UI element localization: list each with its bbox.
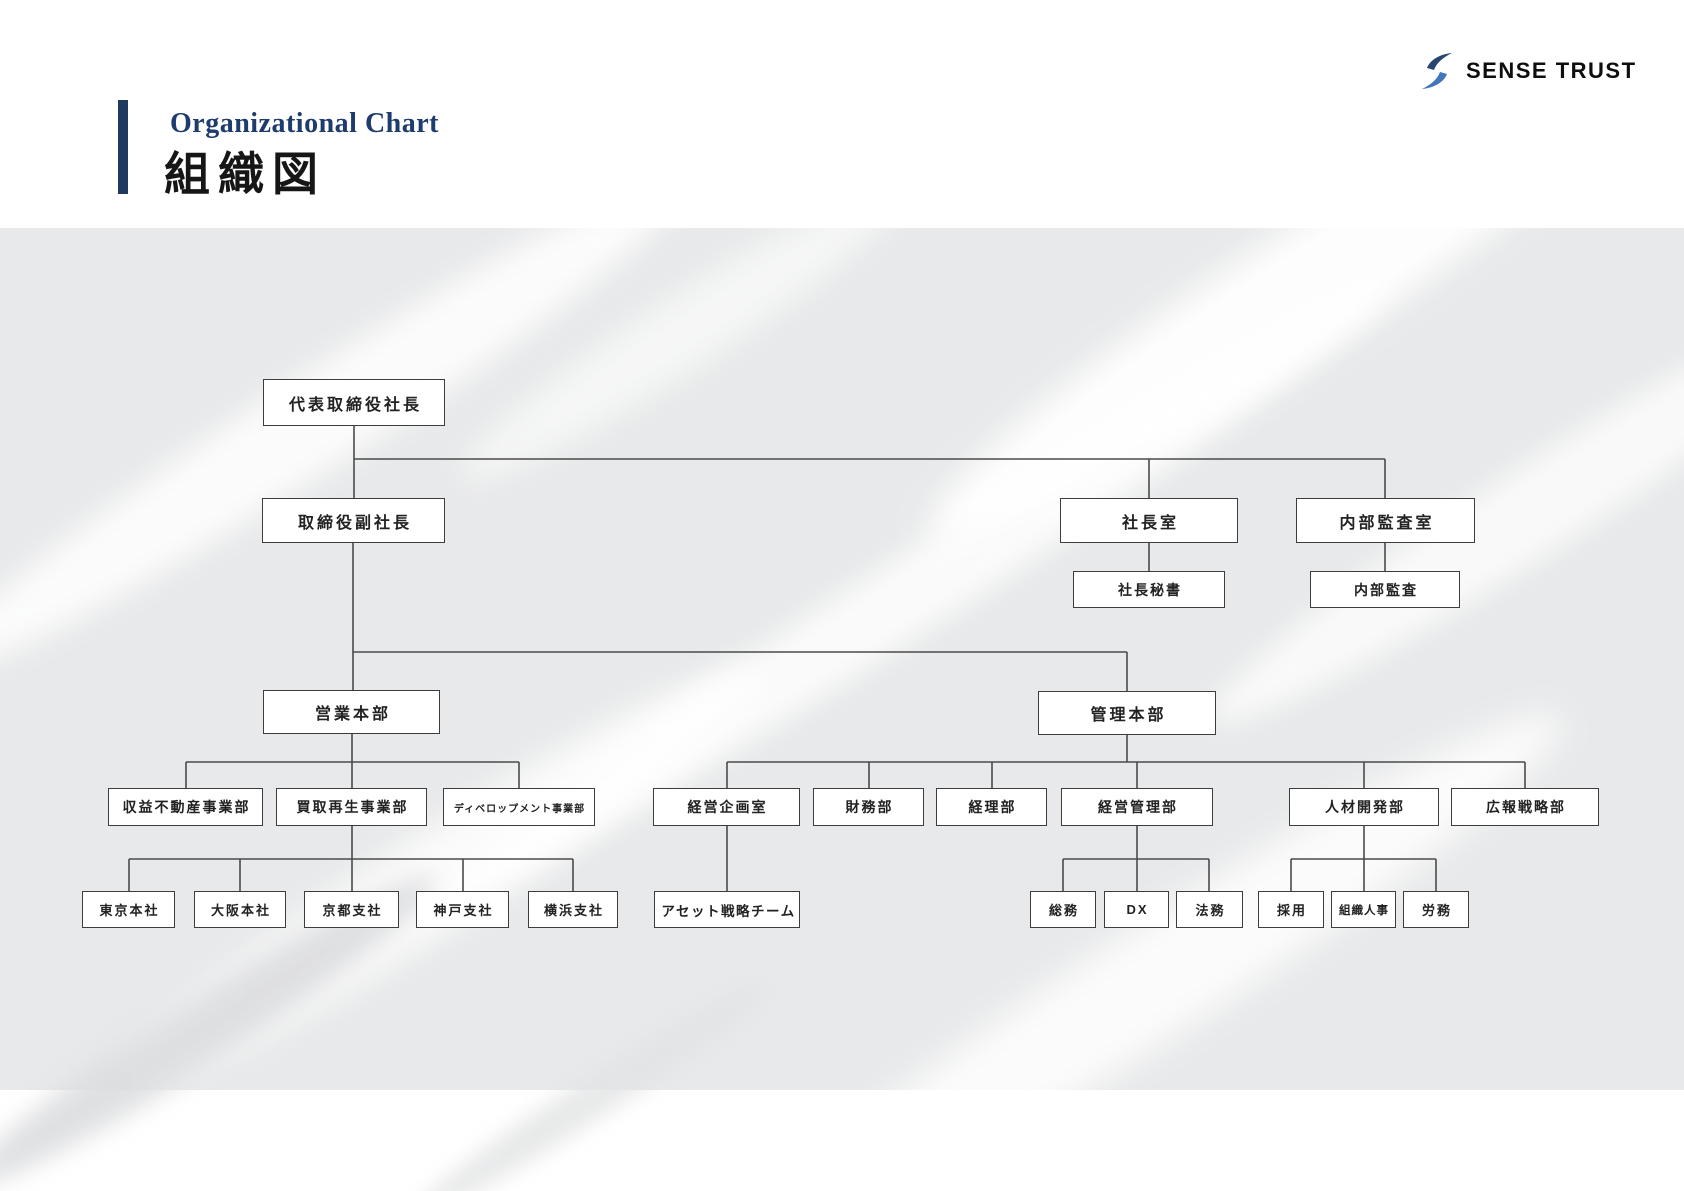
sense-trust-s-bolt-icon [1422,53,1452,89]
org-node-osaka-hq: 大阪本社 [194,891,286,928]
org-node-evp: 取締役副社長 [262,498,445,543]
org-node-kobe-branch: 神戸支社 [416,891,509,928]
org-node-corporate-planning: 経営企画室 [653,788,800,826]
org-node-tokyo-hq: 東京本社 [82,891,175,928]
page-title: 組織図 [164,147,326,201]
org-node-recruitment: 採用 [1258,891,1324,928]
org-node-president: 代表取締役社長 [263,379,445,426]
org-node-pr-strategy: 広報戦略部 [1451,788,1599,826]
title-accent-bar [118,100,128,194]
page-subtitle: Organizational Chart [170,108,439,139]
org-node-dx: DX [1104,891,1169,928]
connector-lines [128,426,1526,891]
org-node-labor: 労務 [1403,891,1469,928]
logo-text: SENSE TRUST [1466,58,1637,83]
org-node-admin-hq: 管理本部 [1038,691,1216,735]
org-node-presidents-office: 社長室 [1060,498,1238,543]
org-node-sales-hq: 営業本部 [263,690,440,734]
org-node-finance: 財務部 [813,788,924,826]
org-node-asset-strategy-team: アセット戦略チーム [654,891,800,928]
org-node-yokohama-branch: 横浜支社 [528,891,618,928]
org-node-org-personnel: 組織人事 [1331,891,1396,928]
org-node-purchase-regeneration: 買取再生事業部 [276,788,427,826]
org-node-development: ディベロップメント事業部 [443,788,595,826]
org-node-internal-audit-office: 内部監査室 [1296,498,1475,543]
logo: SENSE TRUST [1420,52,1637,90]
org-node-income-realestate: 収益不動産事業部 [108,788,263,826]
org-node-legal: 法務 [1176,891,1243,928]
org-node-general-affairs: 総務 [1030,891,1096,928]
org-node-accounting: 経理部 [936,788,1047,826]
org-node-corporate-admin: 経営管理部 [1061,788,1213,826]
org-node-kyoto-branch: 京都支社 [304,891,399,928]
org-node-internal-audit: 内部監査 [1310,571,1460,608]
org-node-presidents-secretary: 社長秘書 [1073,571,1225,608]
org-node-hr-development: 人材開発部 [1289,788,1439,826]
